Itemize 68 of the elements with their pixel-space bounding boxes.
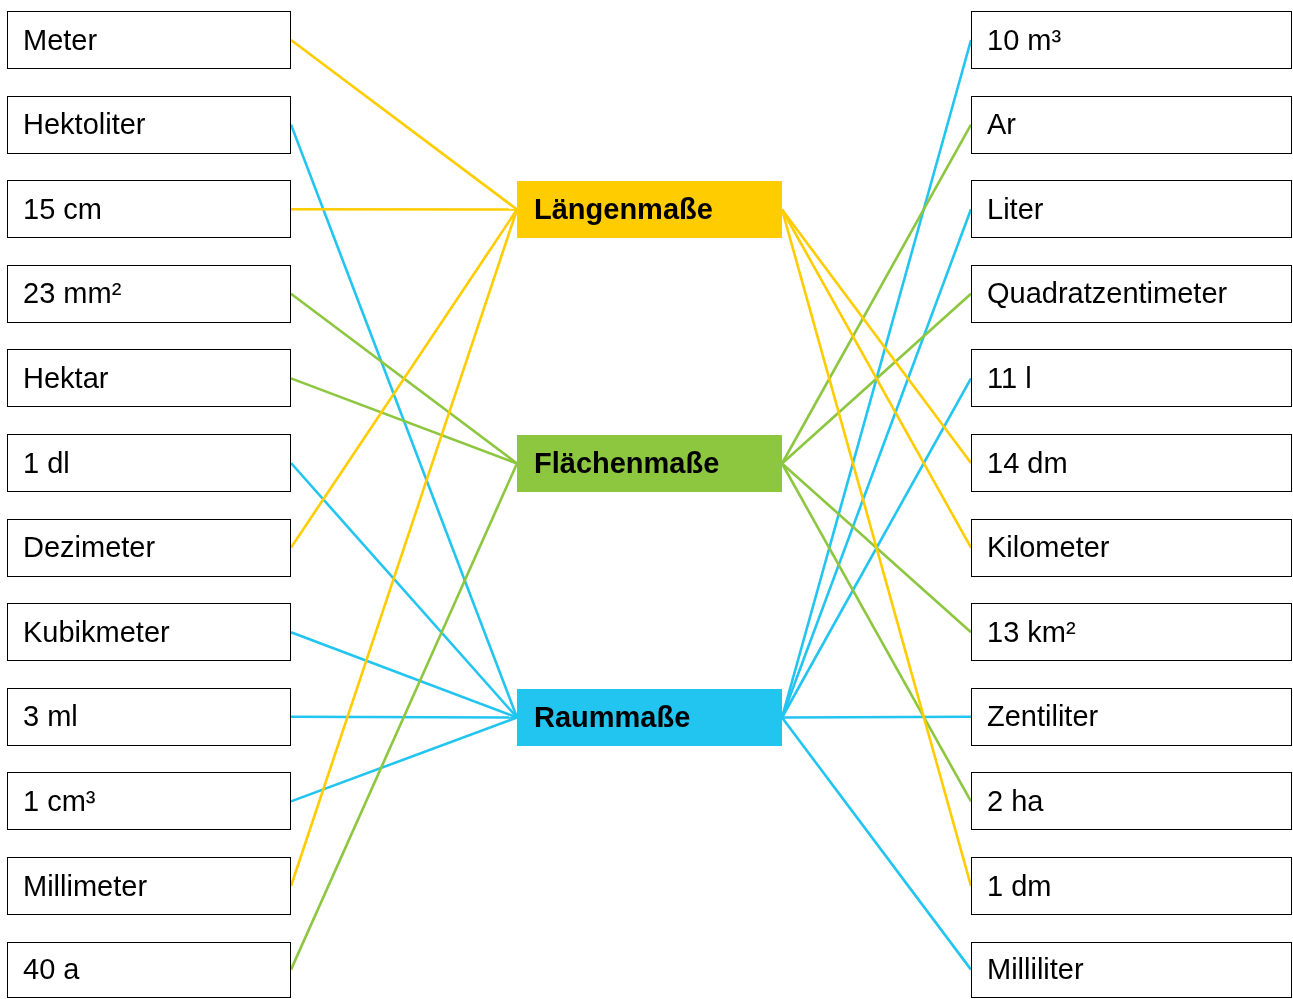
term-box <box>971 11 1292 69</box>
term-box <box>971 180 1292 239</box>
connector-line <box>290 631 518 719</box>
term-box <box>7 349 291 408</box>
term-box <box>7 772 291 831</box>
term-label: 3 ml <box>23 700 78 734</box>
connector-line <box>290 462 518 719</box>
connector-line <box>289 208 519 549</box>
term-label: Kubikmeter <box>23 615 170 649</box>
term-box <box>971 95 1292 154</box>
term-box <box>7 857 291 915</box>
connector-line <box>781 292 972 465</box>
term-label: 13 km² <box>987 615 1076 649</box>
category-box <box>517 181 782 238</box>
term-label: 10 m³ <box>987 23 1062 57</box>
term-box <box>7 941 291 998</box>
term-box <box>7 434 291 492</box>
connector-line <box>290 716 518 803</box>
term-label: Milliliter <box>987 953 1084 987</box>
connector-line <box>782 715 971 719</box>
term-box <box>971 941 1292 998</box>
term-label: Zentiliter <box>987 700 1099 734</box>
connector-line <box>290 377 518 465</box>
term-label: 15 cm <box>23 192 102 226</box>
term-box <box>971 772 1292 831</box>
term-label: 40 a <box>23 953 80 987</box>
term-label: Liter <box>987 192 1044 226</box>
term-box <box>7 264 291 323</box>
term-box <box>7 180 291 239</box>
term-box <box>7 11 291 69</box>
term-box <box>7 95 291 154</box>
term-label: 23 mm² <box>23 277 122 311</box>
term-box <box>7 687 291 746</box>
term-label: 1 dm <box>987 869 1052 903</box>
term-label: Ar <box>987 108 1016 142</box>
term-label: 1 cm³ <box>23 784 96 818</box>
category-box <box>517 689 782 746</box>
term-label: 1 dl <box>23 446 70 480</box>
connector-line <box>781 462 972 634</box>
term-box <box>971 434 1292 492</box>
term-box <box>971 264 1292 323</box>
term-label: Dezimeter <box>23 531 156 565</box>
term-label: Raummaße <box>534 701 691 734</box>
term-box <box>971 857 1292 915</box>
term-label: 14 dm <box>987 446 1068 480</box>
category-box <box>517 435 782 492</box>
term-label: Millimeter <box>23 869 148 903</box>
connector-line <box>291 715 517 719</box>
term-box <box>7 603 291 662</box>
connector-line <box>289 462 519 971</box>
term-label: Flächenmaße <box>534 447 720 480</box>
term-label: 2 ha <box>987 784 1044 818</box>
connector-line <box>291 207 517 211</box>
term-label: Hektar <box>23 361 109 395</box>
term-box <box>971 349 1292 408</box>
term-label: Längenmaße <box>534 193 713 226</box>
term-label: Quadratzentimeter <box>987 277 1228 311</box>
term-label: Hektoliter <box>23 108 146 142</box>
term-box <box>971 603 1292 662</box>
connector-line <box>289 124 519 718</box>
term-label: Meter <box>23 23 98 57</box>
term-label: Kilometer <box>987 531 1110 565</box>
term-box <box>7 518 291 577</box>
term-box <box>971 687 1292 746</box>
connector-line <box>290 38 518 211</box>
connector-line <box>290 292 518 465</box>
term-label: 11 l <box>987 361 1032 395</box>
term-box <box>971 518 1292 577</box>
